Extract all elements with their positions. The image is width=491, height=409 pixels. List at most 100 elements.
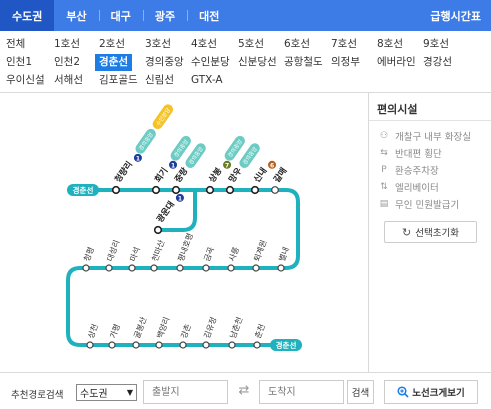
transfer-pill-bg [239,143,260,168]
station-marker [205,185,215,195]
station-name: 회기 [152,166,170,185]
route-search-bar: 추천경로검색 수도권 ▼ ⇄ 검색 노선크게보기 [0,372,491,409]
zoom-in-icon [397,386,409,398]
express-timetable-link[interactable]: 급행시간표 [430,9,481,23]
facilities-title: 편의시설 [369,93,491,121]
station-name: 마석 [127,245,141,262]
facility-label: 개찰구 내부 화장실 [395,131,471,143]
line-option[interactable]: 공항철도 [284,56,323,68]
transfer-pill: 수인분당 [152,104,174,130]
route-search-label: 추천경로검색 [11,390,64,401]
divider [0,92,491,93]
line-option[interactable]: 1호선 [54,38,81,50]
line-option[interactable]: 우이신설 [6,74,45,86]
zoom-map-button[interactable]: 노선크게보기 [384,380,478,404]
station-marker [202,264,210,272]
line-option[interactable]: 5호선 [238,38,265,50]
elevator-icon: ⇅ [380,181,388,192]
line-option[interactable]: 경의중앙 [145,56,184,68]
region-tab-1[interactable]: 부산 [66,9,87,23]
station-marker [128,264,136,272]
station-marker [105,264,113,272]
line-label-end: 경춘선 [276,340,297,350]
facility-option[interactable]: ⇆반대편 횡단 [379,144,491,161]
station-marker [155,341,163,349]
reset-icon: ↻ [402,225,412,239]
region-select[interactable]: 수도권 ▼ [76,384,137,401]
facility-option[interactable]: ⚇ 개찰구 내부 화장실 [379,127,491,144]
line-option[interactable]: 경강선 [423,56,452,68]
region-tab-0[interactable]: 수도권 [0,0,55,31]
transfer-pill-bg [224,135,245,161]
search-button[interactable]: 검색 [347,380,374,404]
line-option[interactable]: 전체 [6,38,26,50]
line-label-start: 경춘선 [73,185,94,195]
transfer-badge [175,193,184,202]
region-tab-2[interactable]: 대구 [98,0,143,31]
station-name: 광운대 [154,199,177,225]
transfer-badge [169,160,178,169]
station-name: 사릉 [227,246,240,263]
station-name: 대성리 [105,239,121,263]
transfer-pill-bg [170,135,191,161]
line-option[interactable]: 수인분당 [191,56,230,68]
region-tab-3[interactable]: 광주 [142,0,187,31]
line-option[interactable]: GTX-A [191,74,223,86]
arrival-input[interactable] [259,380,344,404]
station-name: 천마산 [149,238,166,263]
line-option[interactable]: 4호선 [191,38,218,50]
chevron-down-icon: ▼ [126,388,133,397]
line-option[interactable]: 에버라인 [377,56,416,68]
transfer-badge [133,153,142,162]
station-marker [153,225,163,235]
line-option[interactable]: 경춘선 [95,54,132,71]
region-select-value: 수도권 [80,389,108,400]
station-name: 백양리 [154,316,171,340]
parking-icon: P [381,164,387,175]
station-marker [271,186,279,194]
facility-option[interactable]: ⇅ 엘리베이터 [379,178,491,195]
line-option[interactable]: 7호선 [331,38,358,50]
facility-label: 반대편 횡단 [395,148,442,160]
line-option[interactable]: 의정부 [331,56,360,68]
line-option[interactable]: 인천1 [6,56,33,68]
zoom-map-label: 노선크게보기 [412,388,465,399]
line-option[interactable]: 인천2 [54,56,81,68]
region-tab-4[interactable]: 대전 [187,0,231,31]
transfer-badge-label: 6 [270,162,274,169]
line-option[interactable]: 김포골드 [99,74,138,86]
transfer-pill-bg [135,128,156,154]
line-option[interactable]: 신분당선 [238,56,277,68]
route-map-svg: 경춘선경춘선청량리1경의중앙수인분당회기1경의중앙중랑경의중앙상봉7경의중앙망우… [66,104,302,351]
line-label-start-bg [67,184,99,196]
line-option[interactable]: 6호선 [284,38,311,50]
line-option[interactable]: 신림선 [145,74,174,86]
restroom-icon: ⚇ [379,130,389,141]
transfer-pill: 경의중앙 [135,128,156,154]
reset-selection-button[interactable]: ↻ 선택초기화 [384,221,477,243]
facility-option[interactable]: ▤무인 민원발급기 [379,195,491,212]
line-option[interactable]: 8호선 [377,38,404,50]
swap-icon[interactable]: ⇄ [238,383,250,398]
transfer-badge [223,160,232,169]
line-option[interactable]: 3호선 [145,38,172,50]
line-option[interactable]: 서해선 [54,74,83,86]
station-marker [150,264,158,272]
transfer-badge-label: 7 [225,162,229,169]
search-button-label: 검색 [351,388,370,399]
station-marker [253,341,261,349]
departure-input[interactable] [143,380,228,404]
facility-label: 엘리베이터 [395,182,439,194]
line-option[interactable]: 9호선 [423,38,450,50]
line-option[interactable]: 2호선 [99,38,126,50]
station-name: 별내 [276,245,290,262]
station-marker [151,185,161,195]
transfer-pill-bg [185,143,206,168]
station-marker [176,264,184,272]
station-marker [225,185,235,195]
station-name: 굴봉산 [131,315,148,340]
